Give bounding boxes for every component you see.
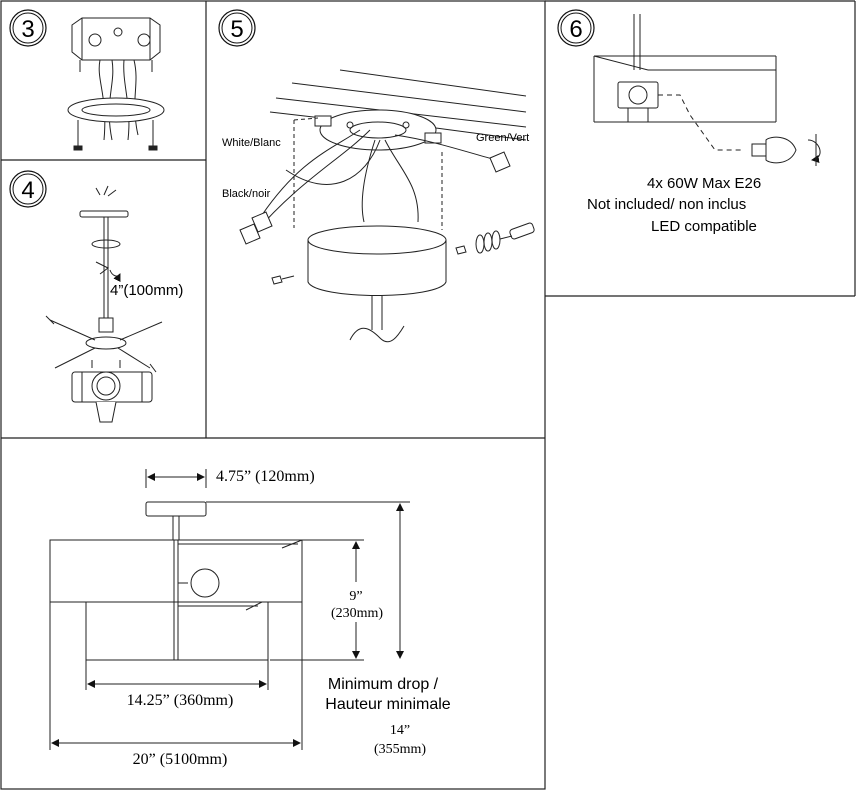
cord-adjust-illustration [45, 185, 163, 423]
ceiling-wiring-illustration [239, 69, 535, 343]
bulb-spec-line3: LED compatible [651, 218, 757, 235]
step-3-number: 3 [21, 16, 34, 43]
white-wire-label: White/Blanc [222, 137, 281, 149]
step-3-badge: 3 [9, 9, 47, 47]
drop-inch-label: 14” [390, 723, 410, 738]
step-6-number: 6 [569, 16, 582, 43]
canopy-width-label: 4.75” (120mm) [216, 468, 315, 485]
height-mm-label: (230mm) [331, 606, 383, 621]
junction-box-illustration [67, 17, 165, 151]
green-wire-label: Green/Vert [476, 132, 529, 144]
step-4-number: 4 [21, 177, 34, 204]
height-inch-label: 9” [349, 589, 362, 604]
step-6-badge: 6 [557, 9, 595, 47]
step-5-badge: 5 [218, 9, 256, 47]
min-drop-label-fr: Hauteur minimale [325, 696, 450, 713]
bulb-spec-line1: 4x 60W Max E26 [647, 175, 761, 192]
bulb-spec-line2: Not included/ non inclus [587, 196, 746, 213]
step-4-badge: 4 [9, 170, 47, 208]
fixture-dimensions-drawing [49, 469, 410, 750]
drop-mm-label: (355mm) [374, 742, 426, 757]
wire-length-label: 4”(100mm) [110, 282, 183, 299]
black-wire-label: Black/noir [222, 188, 271, 200]
step-5-number: 5 [230, 16, 243, 43]
min-drop-label-en: Minimum drop / [328, 676, 439, 693]
bulb-install-illustration [593, 14, 821, 166]
outer-width-label: 20” (5100mm) [133, 751, 228, 768]
inner-width-label: 14.25” (360mm) [127, 692, 234, 709]
